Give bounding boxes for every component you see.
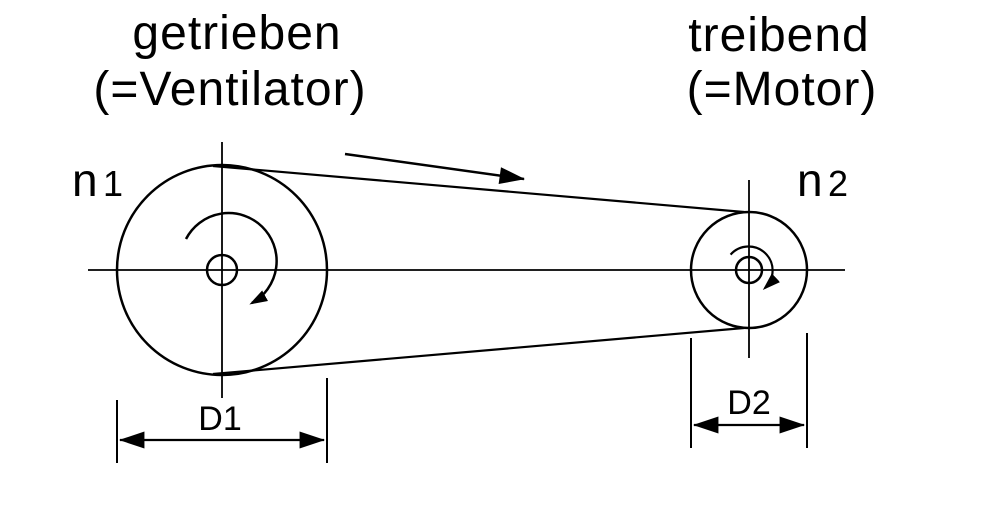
- right-speed-symbol: n: [797, 154, 823, 206]
- belt-bottom-line: [212, 326, 745, 376]
- right-pulley-role-line2: (=Motor): [687, 63, 878, 116]
- belt-direction-arrow: [344, 152, 526, 185]
- left-pulley-role-line2: (=Ventilator): [93, 63, 366, 116]
- right-pulley-circle: [689, 210, 809, 330]
- left-pulley-role-line1: getrieben: [132, 7, 341, 60]
- right-speed-index: 2: [828, 163, 848, 204]
- left-pulley-circle: [115, 163, 329, 377]
- right-pulley-role-line1: treibend: [688, 9, 869, 62]
- belt-top-line: [212, 164, 745, 214]
- left-speed-symbol: n: [72, 154, 98, 206]
- right-rotation-arrow: [729, 245, 781, 291]
- d1-label: D1: [198, 400, 241, 438]
- left-speed-index: 1: [103, 163, 123, 204]
- right-pulley-hub: [734, 255, 764, 285]
- d2-label: D2: [727, 384, 770, 422]
- left-pulley-hub: [205, 253, 239, 287]
- left-rotation-arrow: [184, 211, 278, 305]
